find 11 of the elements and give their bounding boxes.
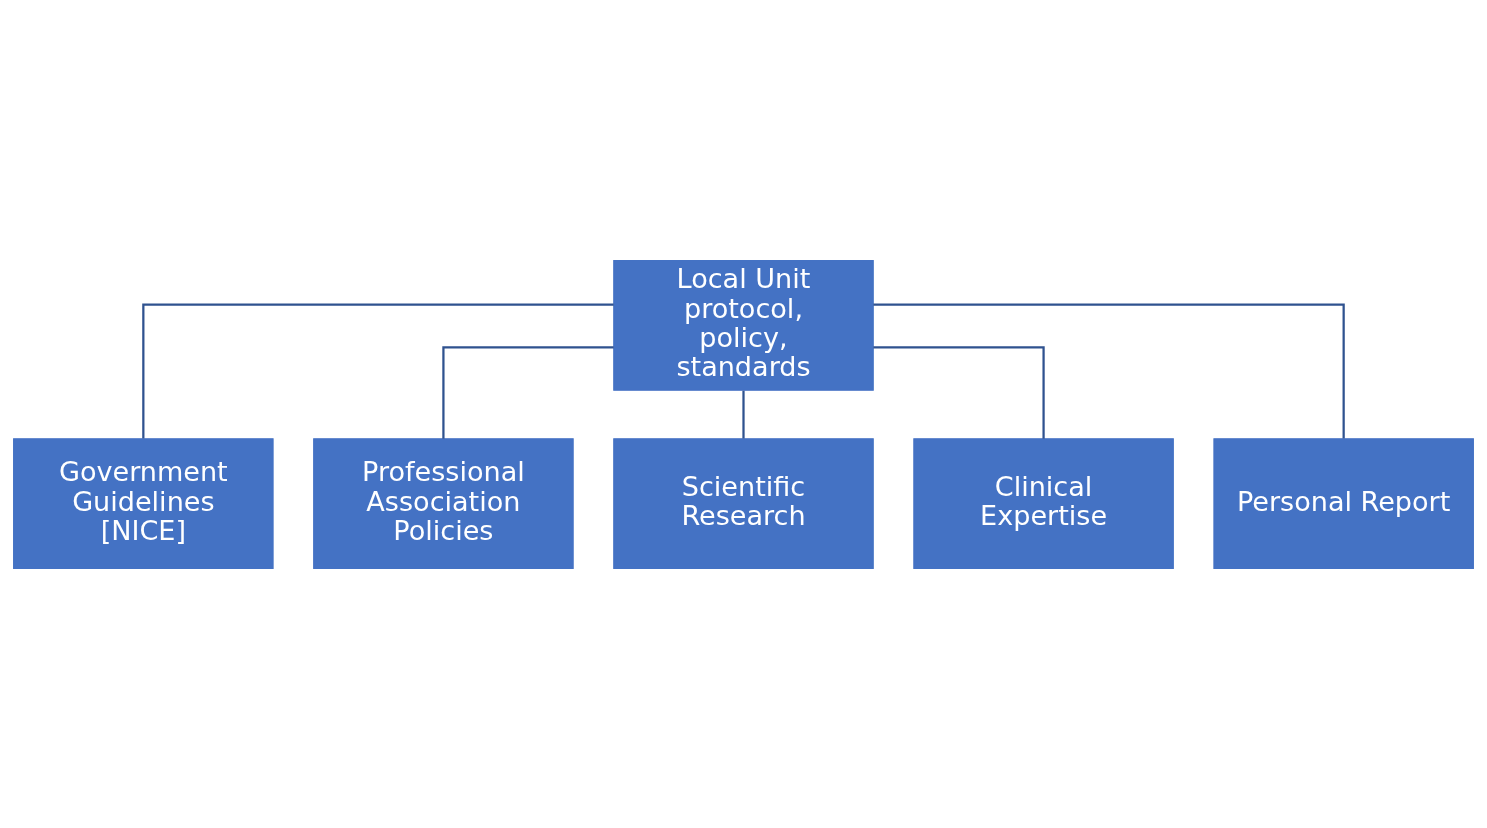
connector [873,345,1045,439]
connector [742,390,745,439]
node-box: Local Unit protocol, policy, standards [613,259,874,391]
node-box: Personal Report [1213,437,1474,569]
node-box: Scientific Research [613,437,874,569]
node-box: Professional Association Policies [313,437,574,569]
node-box: Government Guidelines [NICE] [13,437,274,569]
connector [442,345,614,439]
node-box: Clinical Expertise [913,437,1174,569]
connector [873,302,1345,438]
connector [142,302,614,438]
